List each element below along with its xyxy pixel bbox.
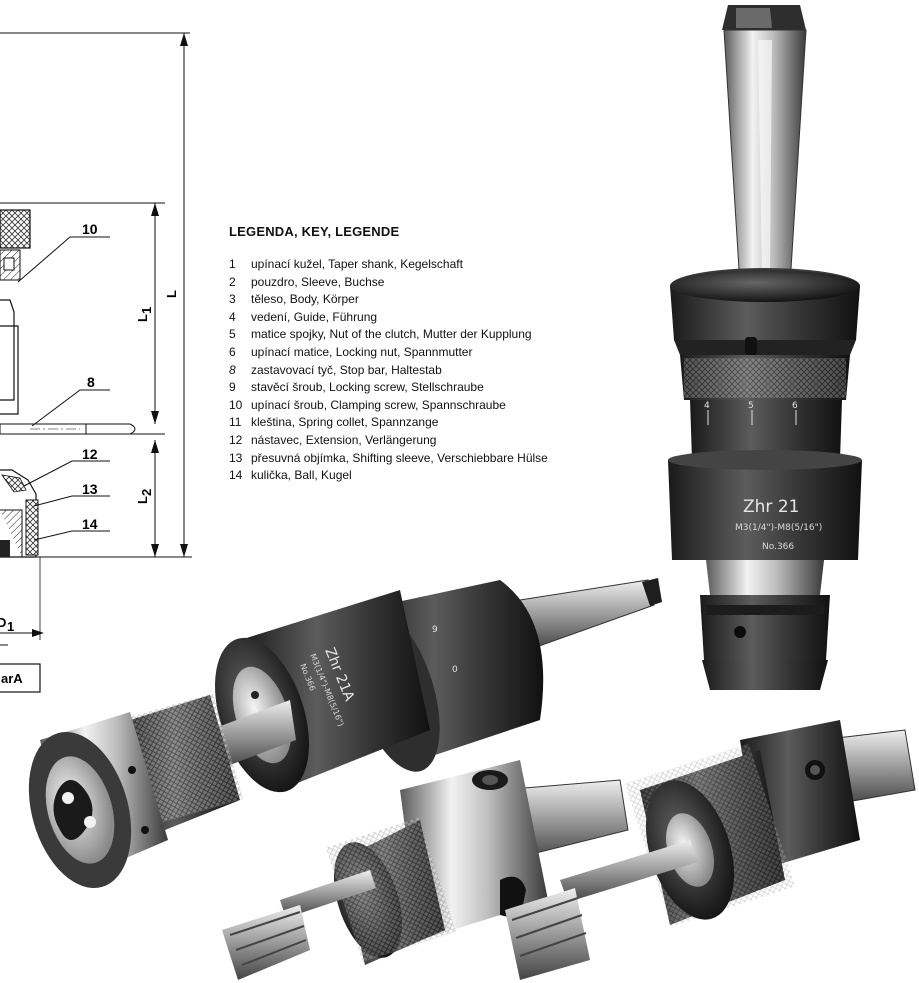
legend-item-text: přesuvná objímka, Shifting sleeve, Versc… — [251, 450, 548, 465]
tool-lower-middle — [222, 760, 629, 980]
legend-item-number: 2 — [229, 274, 236, 289]
tool-upright — [668, 5, 862, 690]
legend-item: 1 upínací kužel, Taper shank, Kegelschaft — [229, 256, 649, 274]
legend-item-text: nástavec, Extension, Verlängerung — [251, 432, 437, 447]
legend-item-text: kulička, Ball, Kugel — [251, 468, 352, 483]
dim-label-D1: D — [0, 615, 6, 630]
tool-lower-right — [505, 720, 916, 980]
legend-item-number: 6 — [229, 344, 236, 359]
upright-scale-6: 6 — [792, 401, 798, 411]
legend-item: 6 upínací matice, Locking nut, Spannmutte… — [229, 344, 649, 362]
legend-item-text: těleso, Body, Körper — [251, 292, 359, 307]
legend-item-text: pouzdro, Sleeve, Buchse — [251, 274, 385, 289]
legend-item-number: 11 — [229, 415, 242, 430]
legend-item-number: 8 — [229, 362, 236, 377]
front-scale-9: 9 — [432, 625, 438, 635]
tool-front — [28, 578, 662, 889]
legend-item-text: vedení, Guide, Führung — [251, 309, 378, 324]
legend-item-number: 5 — [229, 327, 236, 342]
legend-item: 4 vedení, Guide, Führung — [229, 309, 649, 327]
legend-item: 11 kleština, Spring collet, Spannzange — [229, 414, 649, 432]
legend-item-text: upínací matice, Locking nut, Spannmutter — [251, 344, 473, 359]
callout-12: 12 — [82, 446, 98, 462]
dim-label-L2-sub: 2 — [139, 489, 154, 496]
upright-model-label: Zhr 21 — [743, 497, 799, 517]
legend-item-number: 10 — [229, 397, 243, 412]
legend-item: 9 stavěcí šroub, Locking screw, Stellschr… — [229, 379, 649, 397]
callout-10: 10 — [82, 221, 98, 237]
legend-item-text: upínací kužel, Taper shank, Kegelschaft — [251, 257, 463, 271]
front-scale-0: 0 — [452, 665, 458, 675]
legend-item: 13 přesuvná objímka, Shifting sleeve, Ver… — [229, 450, 649, 468]
dim-label-L: L — [164, 290, 179, 298]
legend-item-number: 13 — [229, 450, 243, 465]
legend-item-number: 4 — [229, 309, 236, 324]
legend: LEGENDA, KEY, LEGENDE 1 upínací kužel, Ta… — [229, 224, 649, 485]
callout-8: 8 — [87, 374, 95, 390]
upright-range-label: M3(1/4")-M8(5/16") — [735, 523, 822, 533]
legend-item-text: kleština, Spring collet, Spannzange — [251, 415, 439, 430]
legend-item-text: matice spojky, Nut of the clutch, Mutter… — [251, 327, 532, 342]
callout-14: 14 — [82, 516, 98, 532]
legend-item: 14 kulička, Ball, Kugel — [229, 467, 649, 485]
legend-item-number: 9 — [229, 380, 236, 395]
legend-item-number: 1 — [229, 257, 236, 271]
upright-no-label: No.366 — [762, 542, 794, 552]
callout-13: 13 — [82, 481, 98, 497]
boxed-label: arA — [1, 671, 23, 686]
upright-scale-4: 4 — [704, 401, 710, 411]
legend-item-text: upínací šroub, Clamping screw, Spannschr… — [251, 397, 506, 412]
legend-item: 5 matice spojky, Nut of the clutch, Mutte… — [229, 326, 649, 344]
legend-item: 8 zastavovací tyč, Stop bar, Haltestab — [229, 362, 649, 380]
legend-item: 2 pouzdro, Sleeve, Buchse — [229, 274, 649, 292]
legend-item: 3 těleso, Body, Körper — [229, 291, 649, 309]
legend-item-number: 12 — [229, 432, 243, 447]
dim-label-L1: L — [135, 314, 150, 322]
legend-item: 12 nástavec, Extension, Verlängerung — [229, 432, 649, 450]
dim-label-L2: L — [135, 496, 150, 504]
legend-item-number: 3 — [229, 292, 236, 307]
legend-item: 10 upínací šroub, Clamping screw, Spannsc… — [229, 397, 649, 415]
dim-label-L1-sub: 1 — [139, 307, 154, 314]
legend-item-text: zastavovací tyč, Stop bar, Haltestab — [251, 362, 442, 377]
dim-label-D1-sub: 1 — [7, 619, 14, 634]
legend-item-text: stavěcí šroub, Locking screw, Stellschra… — [251, 380, 484, 395]
upright-scale-5: 5 — [748, 401, 754, 411]
legend-list: 1 upínací kužel, Taper shank, Kegelschaft… — [229, 256, 649, 485]
legend-item-number: 14 — [229, 468, 243, 483]
legend-title: LEGENDA, KEY, LEGENDE — [229, 224, 400, 239]
